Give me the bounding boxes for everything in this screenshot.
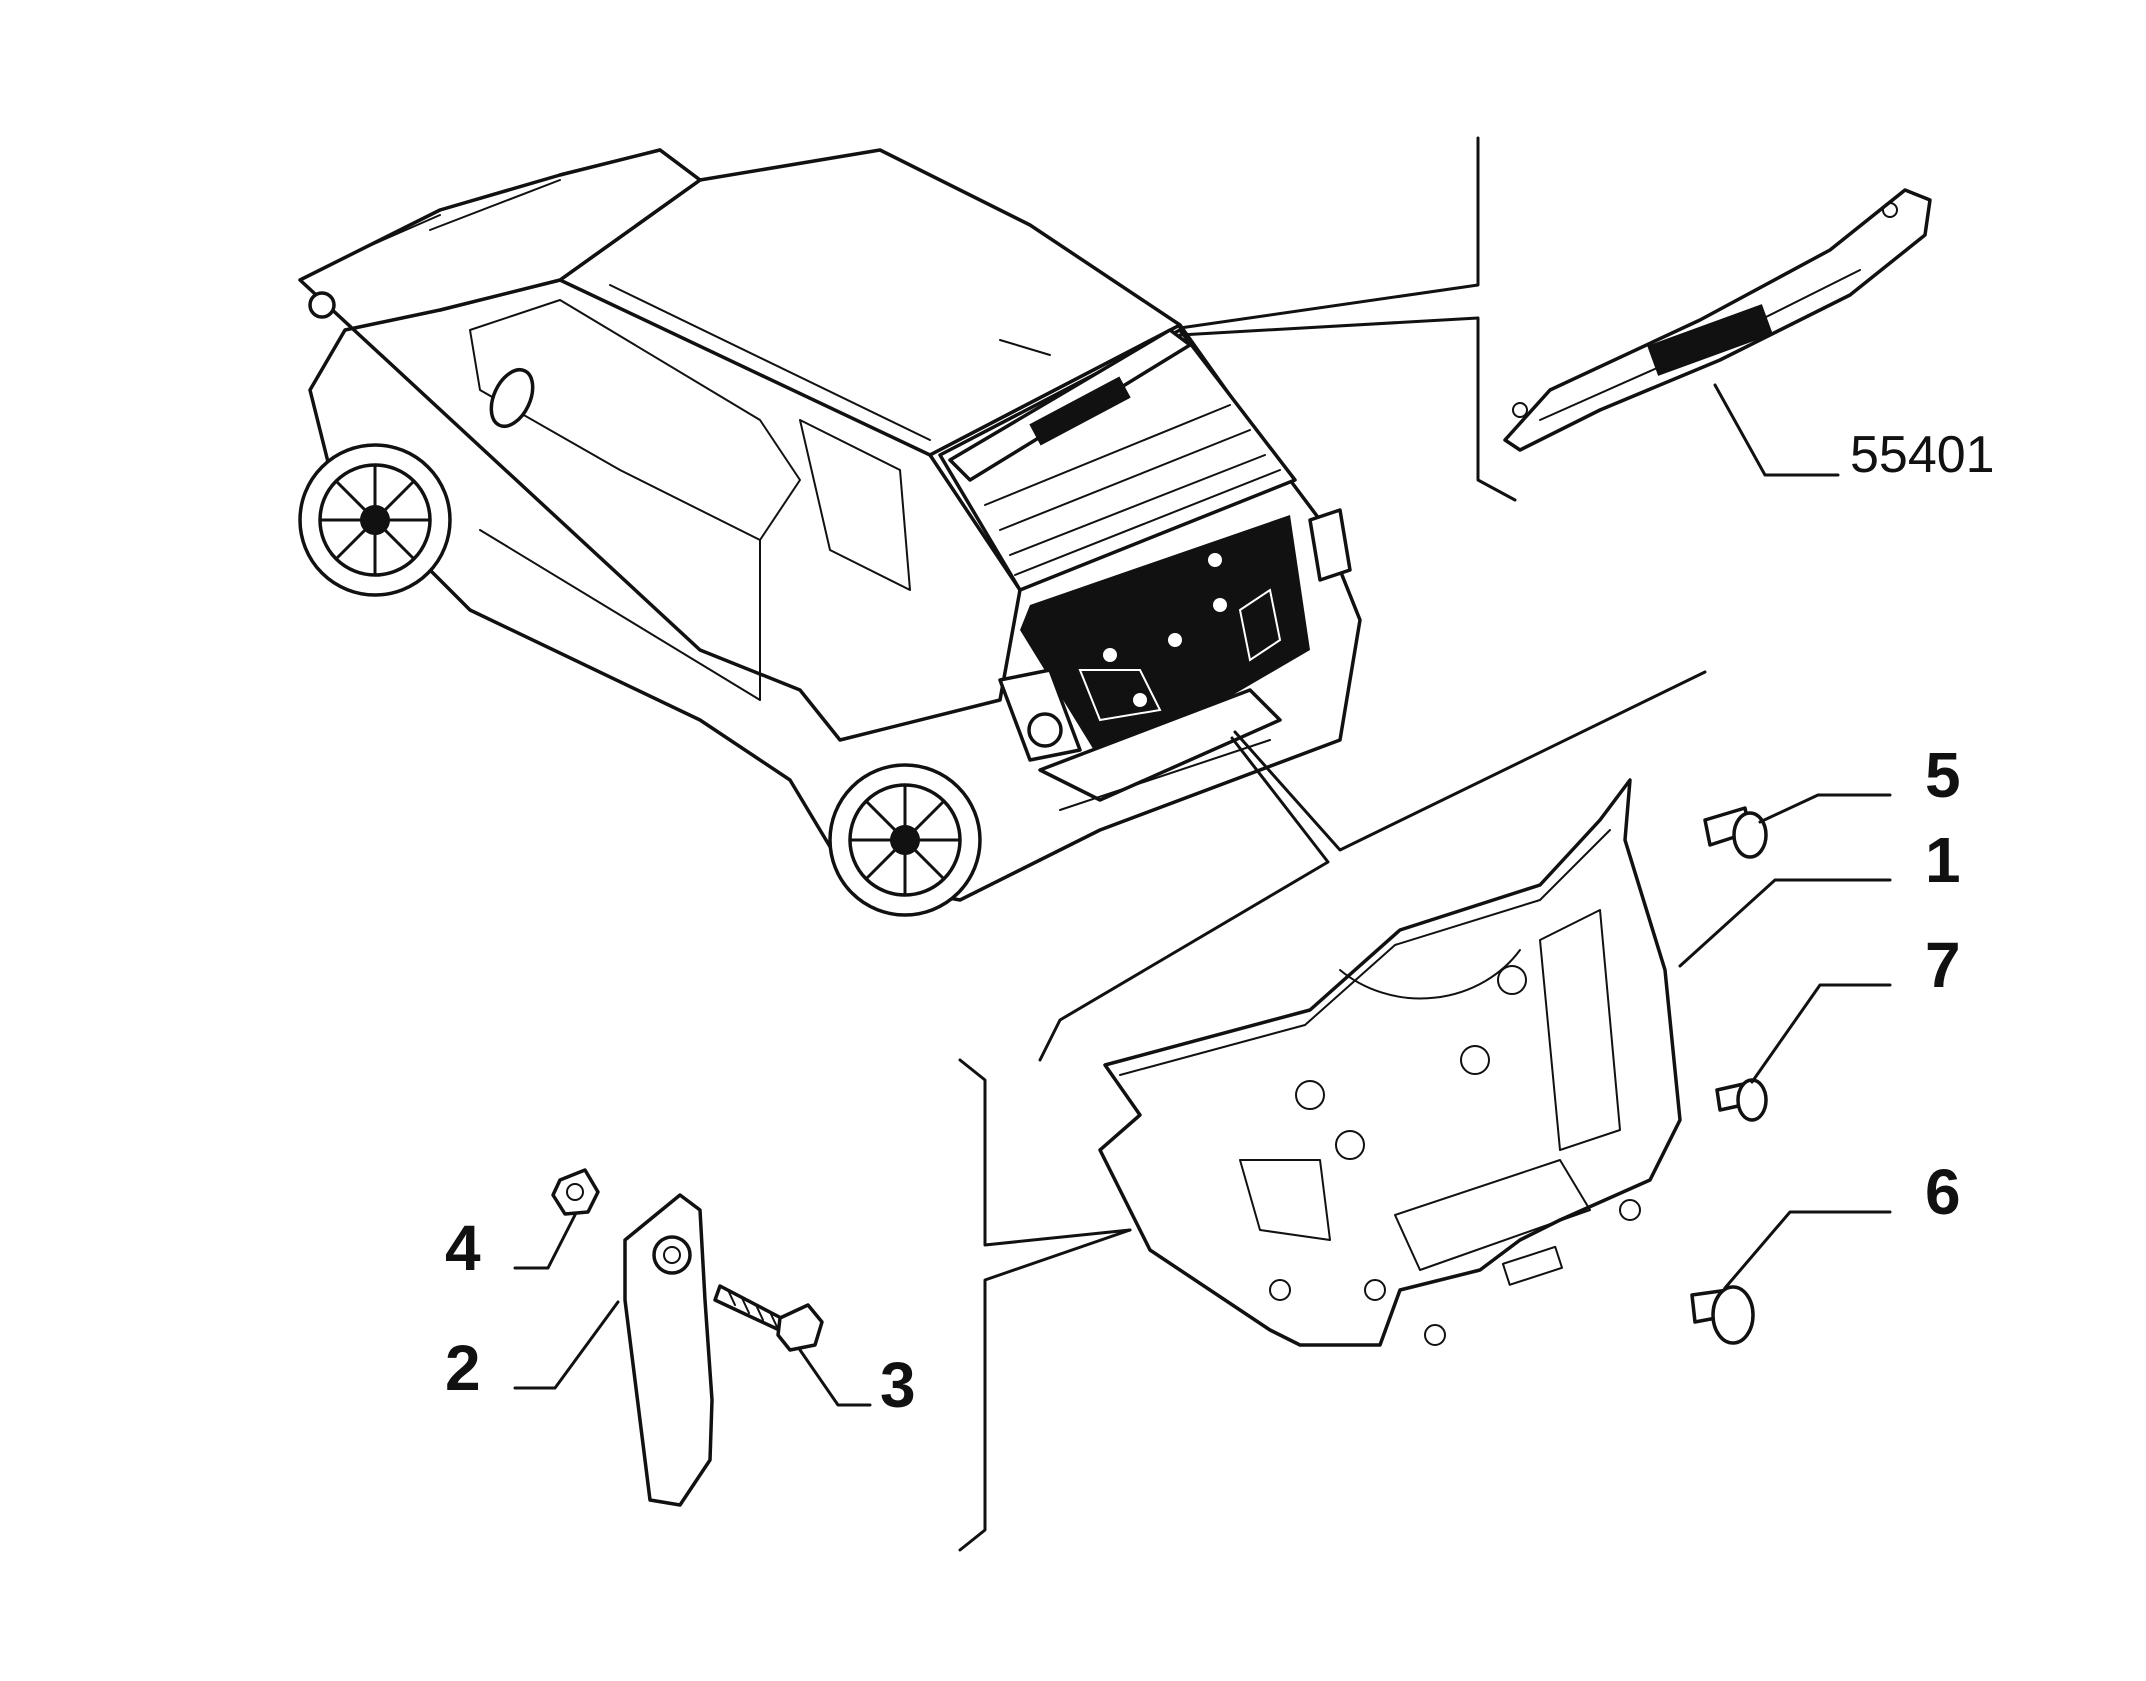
- detail-bracket: [958, 670, 1707, 1552]
- callout-1: 1: [1925, 824, 1961, 896]
- spoiler-detail: 55401: [1178, 136, 1995, 502]
- callout-2: 2: [445, 1332, 481, 1404]
- callout-3: 3: [880, 1349, 916, 1421]
- callout-labels: 5 1 7 6 4 2 3: [445, 739, 1961, 1421]
- rear-wheel: [828, 763, 982, 917]
- bracket-part-2: [513, 1193, 714, 1507]
- callout-5: 5: [1925, 739, 1961, 811]
- front-wheel: [298, 443, 452, 597]
- leader-part-1: [1678, 878, 1892, 968]
- clip-part-7: [1715, 983, 1892, 1122]
- bolt-part-3: [713, 1284, 872, 1407]
- callout-7: 7: [1925, 929, 1961, 1001]
- callout-6: 6: [1925, 1156, 1961, 1228]
- car-illustration: [298, 148, 1362, 917]
- clip-part-6: [1690, 1210, 1892, 1345]
- clip-part-5: [1703, 793, 1892, 859]
- trim-panel: [1098, 778, 1682, 1347]
- reference-number: 55401: [1850, 426, 1995, 484]
- nut-part-4: [513, 1168, 600, 1270]
- callout-4: 4: [445, 1212, 481, 1284]
